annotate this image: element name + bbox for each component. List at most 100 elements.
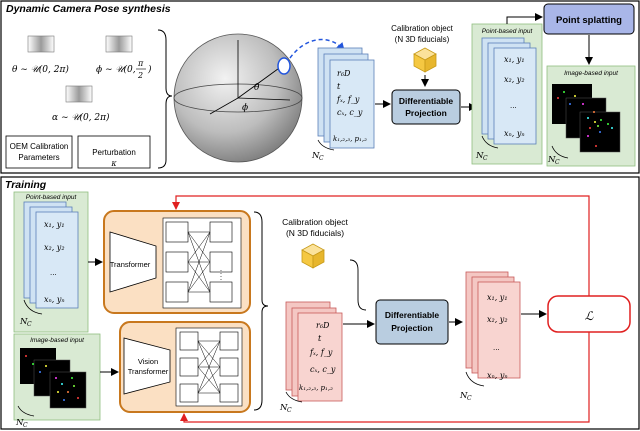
- point-1-top: x₁, y₁: [504, 55, 525, 64]
- param-stack-nc-sub: C: [319, 155, 324, 162]
- point-input-label-top: Point-based input: [482, 28, 534, 35]
- point-1-train: x₁, y₁: [44, 220, 65, 229]
- perturbation-box: [77, 135, 151, 169]
- training-panel-border: [0, 176, 640, 430]
- param-stack-brace: [317, 139, 335, 151]
- camera-sphere: θ ϕ: [173, 33, 345, 163]
- points-ellipsis-train: ...: [50, 268, 57, 277]
- point-splatting-label: Point splatting: [556, 15, 622, 26]
- splat-points-top: [557, 91, 613, 147]
- points-ellipsis-top: ...: [510, 101, 517, 110]
- point-2-top: x₂, y₂: [504, 75, 525, 84]
- diff-proj-top-line-1: Differentiable: [399, 96, 454, 106]
- differentiable-projection-train: [375, 299, 449, 345]
- points-nc-sub-top: C: [483, 155, 488, 162]
- pred-points-brace: [465, 371, 485, 387]
- calibration-fiducials-label-top: (N 3D fiducials): [395, 35, 450, 44]
- image-input-label-train: Image-based input: [30, 337, 85, 344]
- train-image-brace: [17, 405, 35, 417]
- image-stack-brace-top: [551, 145, 569, 159]
- alpha-distribution-icon: [65, 85, 93, 103]
- train-image-nc: N: [15, 418, 24, 428]
- phi-distribution-pi: π: [137, 59, 144, 68]
- alpha-distribution: α ∼ 𝒰(0, 2π): [52, 112, 110, 123]
- sphere-phi: ϕ: [242, 103, 248, 113]
- points-to-splatting-arrow: [506, 13, 543, 24]
- top-panel: Dynamic Camera Pose synthesis θ ∼ 𝒰(0, 2…: [0, 0, 640, 174]
- train-image-nc-sub: C: [23, 422, 28, 429]
- param-distortion: k₁,₂,₃, p₁,₂: [333, 135, 367, 143]
- oem-label-line-2: Parameters: [18, 153, 59, 162]
- train-points-nc: N: [19, 317, 28, 327]
- perturbation-kappa: κ: [110, 159, 117, 168]
- image-nc-sub-top: C: [555, 159, 560, 166]
- train-param-r6d: r₆D: [316, 321, 330, 330]
- top-panel-title: Dynamic Camera Pose synthesis: [6, 3, 171, 15]
- parameter-stack-top: r₆D t fₓ, f_y cₓ, c_y k₁,₂,₃, p₁,₂ N C: [311, 47, 391, 162]
- vit-label-line-1: Vision: [138, 357, 158, 366]
- oem-parameters-box: [5, 135, 73, 169]
- models-brace: [253, 211, 269, 411]
- top-panel-border: [0, 0, 640, 174]
- points-nc-top: N: [475, 151, 484, 161]
- phi-distribution-icon: [105, 35, 133, 53]
- points-card-front: [493, 47, 537, 145]
- param-card-front: [329, 59, 375, 149]
- param-r6d: r₆D: [337, 69, 351, 78]
- loss-symbol: ℒ: [585, 309, 594, 323]
- point-n-top: xₙ, yₙ: [504, 129, 525, 138]
- param-principal: cₓ, c_y: [337, 108, 363, 117]
- theta-distribution-icon: [27, 35, 55, 53]
- calibration-object-label-train: Calibration object: [282, 217, 348, 227]
- diff-proj-train-line-2: Projection: [391, 323, 433, 333]
- sphere-theta: θ: [254, 83, 260, 93]
- pred-points-card-front: [477, 281, 521, 379]
- differentiable-projection-top: [391, 89, 461, 125]
- camera-ray: [237, 65, 283, 99]
- loss-feedback-bottom-arrow: [180, 332, 590, 423]
- transformer-head: [162, 217, 242, 309]
- calibration-fiducials-label-train: (N 3D fiducials): [286, 228, 344, 238]
- point-input-label-train: Point-based input: [26, 194, 78, 201]
- diff-proj-train-line-1: Differentiable: [385, 310, 440, 320]
- pred-point-n: xₙ, yₙ: [487, 371, 508, 380]
- pred-points-ellipsis: ...: [493, 343, 500, 352]
- points-stack-brace-top: [481, 135, 499, 149]
- point-splatting-box: [543, 3, 635, 35]
- pred-point-2: x₂, y₂: [487, 315, 508, 324]
- theta-distribution: θ ∼ 𝒰(0, 2π): [12, 64, 69, 75]
- pred-point-1: x₁, y₁: [487, 293, 508, 302]
- train-param-card-front: [297, 312, 343, 402]
- param-focal: fₓ, f_y: [336, 95, 360, 104]
- phi-distribution: ϕ ∼ 𝒰(0,: [96, 64, 136, 75]
- training-panel-title: Training: [5, 179, 47, 191]
- perturbation-label: Perturbation: [92, 148, 136, 157]
- transformer-label: Transformer: [110, 260, 151, 269]
- parameters-brace: [157, 29, 173, 169]
- train-image-front: [49, 371, 87, 409]
- train-points-card-front: [35, 211, 79, 309]
- splat-points-train: [25, 355, 79, 401]
- param-stack-nc: N: [311, 151, 320, 161]
- point-2-train: x₂, y₂: [44, 243, 65, 252]
- axis-x: [209, 97, 239, 115]
- axis-y: [237, 97, 291, 101]
- train-param-focal: fₓ, f_y: [309, 348, 333, 357]
- train-param-t: t: [318, 334, 322, 343]
- train-param-principal: cₓ, c_y: [310, 365, 336, 374]
- point-n-train: xₙ, yₙ: [44, 295, 65, 304]
- camera-location: [277, 57, 291, 75]
- image-nc-top: N: [547, 155, 556, 165]
- train-param-nc: N: [279, 403, 288, 413]
- image-input-label-top: Image-based input: [564, 70, 619, 77]
- train-param-distortion: k₁,₂,₃, p₁,₂: [299, 384, 333, 392]
- phi-distribution-close: ): [147, 64, 152, 75]
- vit-encoder-shape: [123, 337, 171, 395]
- diff-proj-top-line-2: Projection: [405, 108, 447, 118]
- train-points-brace: [23, 299, 43, 315]
- train-param-brace: [285, 391, 303, 403]
- pred-points-nc-sub: C: [467, 395, 472, 402]
- transformer-encoder-shape: [109, 231, 157, 293]
- parameter-stack-train: r₆D t fₓ, f_y cₓ, c_y k₁,₂,₃, p₁,₂ N C: [279, 301, 343, 414]
